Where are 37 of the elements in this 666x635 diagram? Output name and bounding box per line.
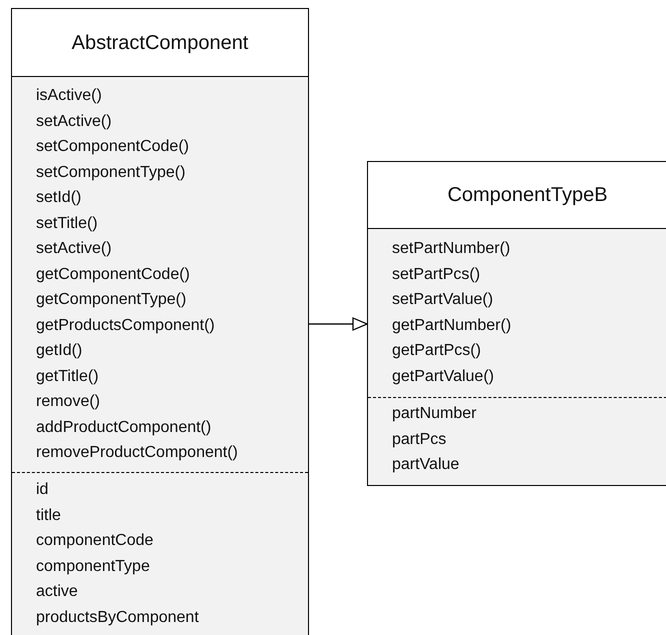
- attribute-name: title: [36, 506, 61, 526]
- method-name: removeProductComponent(): [36, 443, 238, 463]
- method-name: getTitle(): [36, 366, 99, 386]
- method-name: setActive(): [36, 112, 112, 132]
- class-box: [11, 8, 309, 635]
- method-name: setPartNumber(): [392, 239, 510, 259]
- attributes-compartment: [368, 397, 666, 485]
- method-name: setId(): [36, 188, 82, 208]
- method-name: setPartPcs(): [392, 264, 480, 284]
- method-name: setComponentCode(): [36, 137, 189, 157]
- attributes-compartment: [12, 472, 308, 635]
- method-name: getId(): [36, 341, 82, 361]
- method-name: getPartValue(): [392, 366, 494, 386]
- methods-compartment: [12, 77, 308, 472]
- method-name: getPartPcs(): [392, 341, 481, 361]
- attribute-name: id: [36, 480, 48, 500]
- attribute-name: productsByComponent: [36, 608, 199, 628]
- method-name: setActive(): [36, 239, 112, 259]
- method-name: setTitle(): [36, 214, 98, 234]
- methods-compartment: [368, 229, 666, 397]
- method-name: setComponentType(): [36, 162, 186, 182]
- method-name: setPartValue(): [392, 290, 494, 310]
- attribute-name: partNumber: [392, 404, 476, 424]
- attribute-name: componentType: [36, 556, 150, 576]
- attribute-name: partValue: [392, 455, 460, 475]
- attribute-name: componentCode: [36, 531, 154, 551]
- method-name: getProductsComponent(): [36, 316, 215, 336]
- attribute-name: active: [36, 582, 78, 602]
- method-name: addProductComponent(): [36, 418, 212, 438]
- attribute-name: partPcs: [392, 430, 446, 450]
- method-name: getComponentCode(): [36, 264, 190, 284]
- method-name: remove(): [36, 392, 100, 412]
- method-name: isActive(): [36, 86, 102, 106]
- class-box: [367, 161, 666, 486]
- inheritance-arrow: [309, 317, 368, 331]
- method-name: getPartNumber(): [392, 316, 512, 336]
- method-name: getComponentType(): [36, 290, 186, 310]
